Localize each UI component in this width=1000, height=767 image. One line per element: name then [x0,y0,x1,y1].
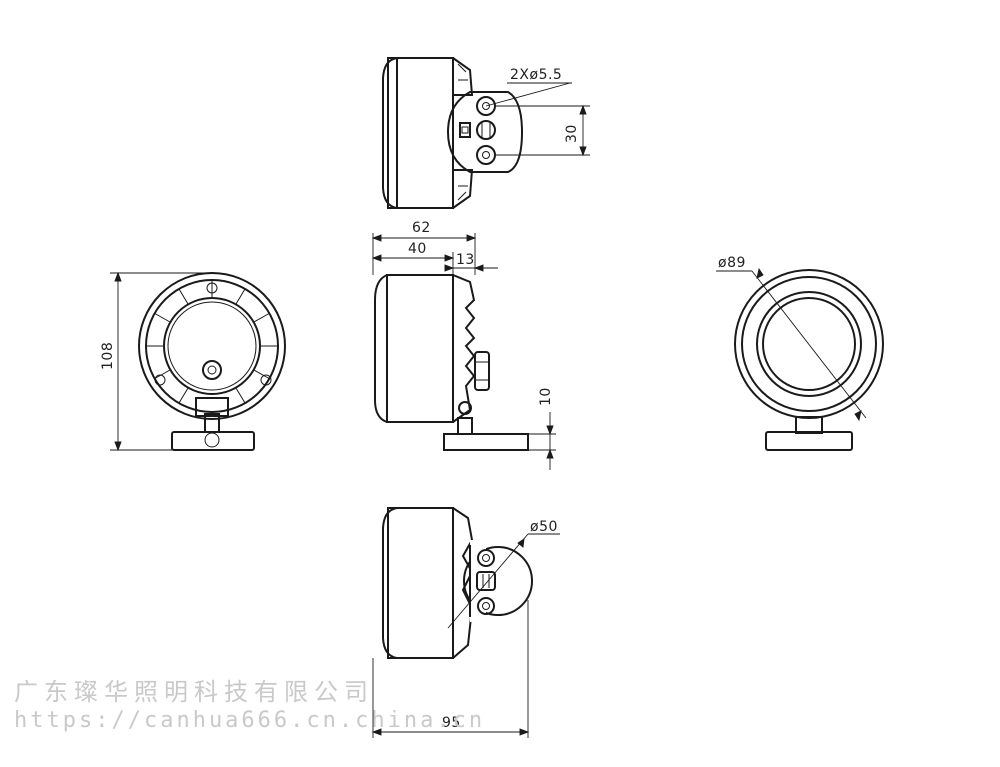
side-cable-gland [474,351,490,391]
bracket-diameter-label: ø50 [530,519,558,535]
side-lens-cap [374,274,388,423]
bottom-lens-cap [382,507,398,659]
total-length-label: 95 [442,715,461,731]
diameter-label: ø89 [718,255,746,271]
center-screw [476,120,496,140]
front-view: 108 [100,271,286,452]
side-fins [452,274,476,423]
watermark-company: 广东璨华照明科技有限公司 [14,678,374,706]
top-view-fins [452,57,474,209]
top-view-body [387,57,454,209]
bottom-center-screw [476,571,496,591]
hinge-block [459,122,471,138]
body-length-label: 40 [408,241,427,257]
bottom-view: ø50 95 [371,507,560,738]
top-view-lens-cap [382,57,398,209]
bottom-bracket-disc [463,546,533,616]
front-screw-2 [260,374,272,386]
rear-lens-ring [756,291,862,397]
rear-base [765,431,853,451]
rear-view: ø89 [716,255,884,451]
side-body [386,274,454,423]
bottom-hole-bottom [477,597,495,615]
front-screw-1 [206,282,218,294]
front-screw-3 [154,374,166,386]
side-base [443,433,529,451]
front-cable-gland [202,360,222,380]
side-hinge-bolt [458,401,472,415]
front-base [171,431,255,451]
bottom-hole-top [477,549,495,567]
height-label: 108 [100,342,116,370]
front-hinge [195,397,229,417]
side-view: 62 40 13 10 [371,220,556,470]
top-view-bracket-plate [446,91,524,173]
hole-spacing-label: 30 [564,124,580,143]
overall-length-label: 62 [412,220,431,236]
mount-hole-bottom [476,145,496,165]
hole-spec-label: 2Xø5.5 [510,67,562,83]
bracket-length-label: 13 [456,252,475,268]
top-view: 2Xø5.5 30 [382,57,590,209]
watermark-url: https://canhua666.cn.china.cn [14,708,486,733]
base-thickness-label: 10 [538,387,554,406]
bottom-body [387,507,454,659]
rear-stem [795,416,823,434]
